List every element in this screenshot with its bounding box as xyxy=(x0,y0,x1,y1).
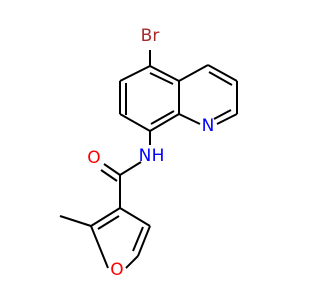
atom-ring-nitrogen: N xyxy=(202,116,215,136)
bond-furan-c5-o xyxy=(125,255,139,269)
bonds xyxy=(59,50,238,269)
bond-furan-c3-c4 xyxy=(119,207,151,227)
atom-amide-hydrogen: H xyxy=(152,146,165,166)
bond-furan-c4-c5 xyxy=(137,225,151,257)
bond-n1-c8a xyxy=(178,113,201,125)
bond-c5-c6 xyxy=(119,65,151,82)
bond-carbonyl-o-1 xyxy=(103,163,121,176)
bond-furan-c2-c3 xyxy=(90,207,121,227)
bond-c8-c8a xyxy=(149,113,180,132)
atom-furan-oxygen: O xyxy=(110,260,123,280)
bond-furan-c2-c3-double xyxy=(97,215,120,230)
bond-c4a-c4 xyxy=(178,64,209,82)
bond-c8-c8a-double xyxy=(150,110,175,125)
molecule-diagram: Br N N H O O xyxy=(59,26,238,280)
bond-c4a-c5 xyxy=(149,65,180,82)
atom-bromine: Br xyxy=(141,26,160,46)
bond-furan-c4-c5-double xyxy=(132,226,144,252)
bond-c2-n1-double xyxy=(213,109,232,120)
bond-carbonyl-o-2 xyxy=(100,169,118,182)
atom-labels: Br N N H O O xyxy=(87,26,214,280)
bond-c4-c3 xyxy=(207,64,238,82)
bond-c7-c8 xyxy=(119,113,151,132)
atom-carbonyl-oxygen: O xyxy=(87,148,100,168)
structure-drawing: Br N N H O O xyxy=(59,26,238,280)
bond-furan-o-c2 xyxy=(90,225,109,269)
bond-furan-c2-methyl xyxy=(59,215,92,227)
atom-amide-nitrogen: N xyxy=(139,146,152,166)
bond-nh-carbonyl-c xyxy=(119,161,142,176)
bond-c4a-c5-double xyxy=(149,72,174,85)
bond-c2-n1 xyxy=(216,113,238,125)
bond-c4-c3-double xyxy=(208,71,233,86)
